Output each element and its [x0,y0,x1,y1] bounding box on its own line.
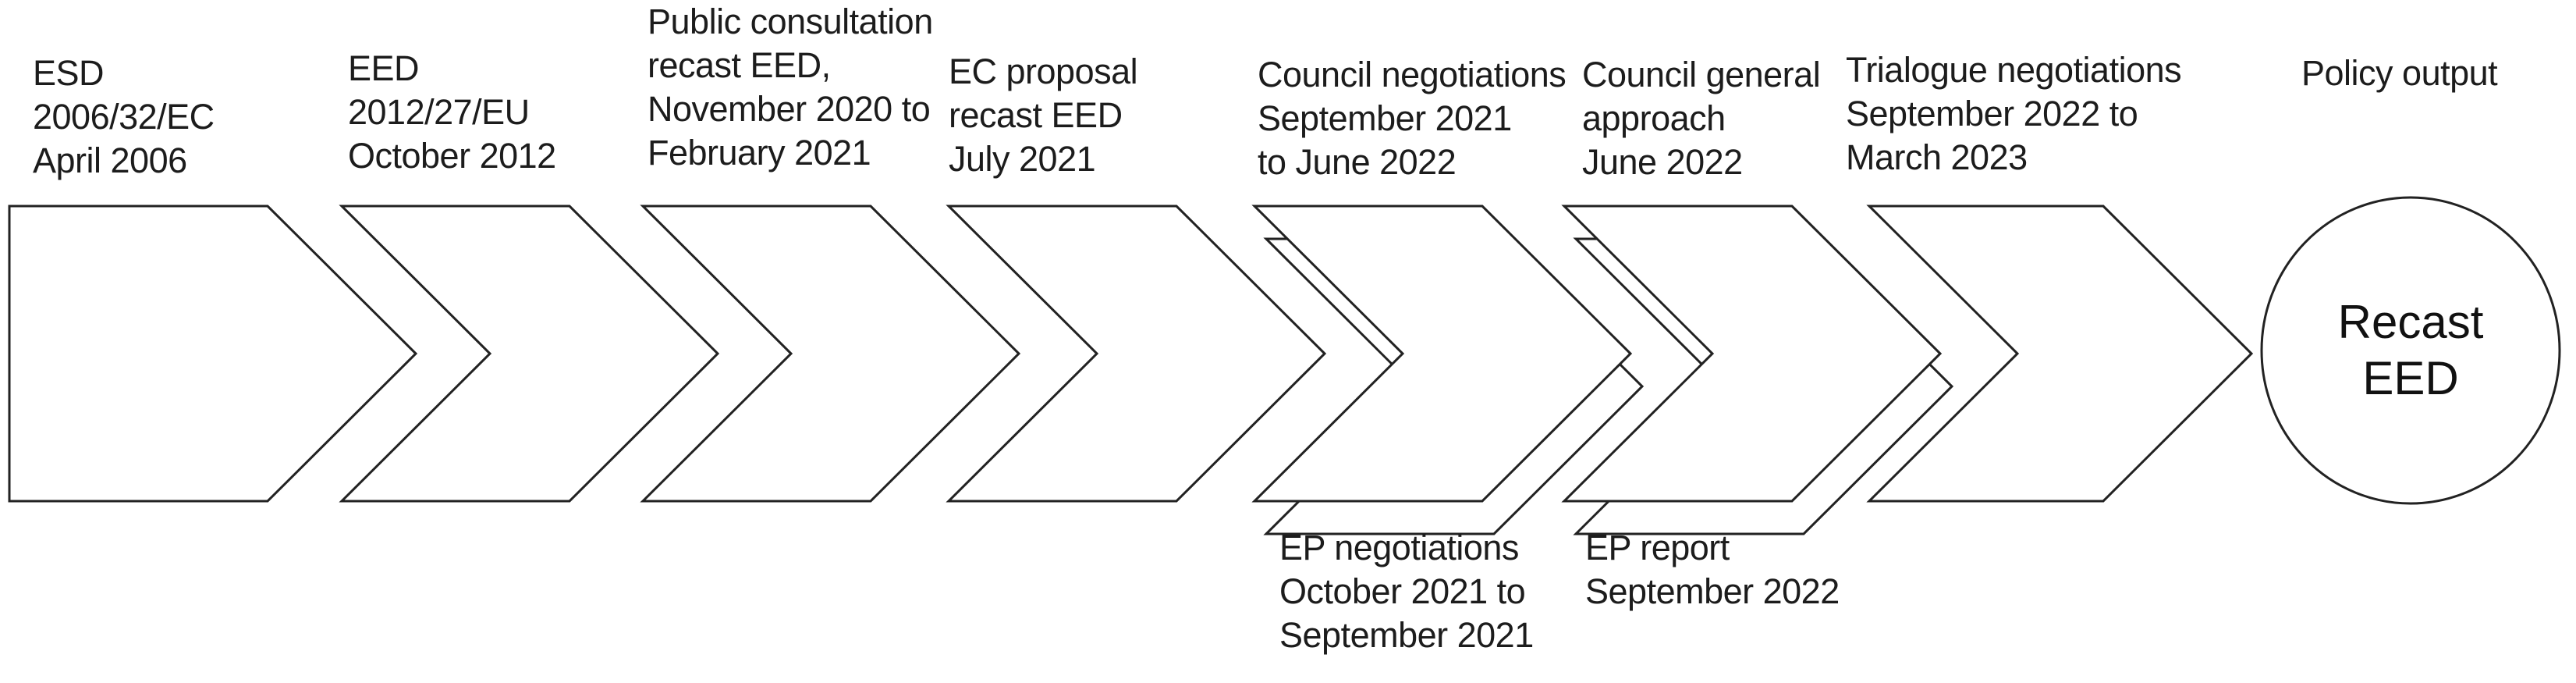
label-trialogue-negotiations: Trialogue negotiations September 2022 to… [1846,50,2182,177]
label-esd: ESD 2006/32/EC April 2006 [33,53,215,180]
label-policy-output: Policy output [2301,53,2498,93]
label-ep-negotiations: EP negotiations October 2021 to Septembe… [1279,528,1534,655]
label-eed: EED 2012/27/EU October 2012 [348,48,556,176]
policy-output-circle [2260,196,2561,505]
label-ec-proposal: EC proposal recast EED July 2021 [949,52,1138,179]
policy-output-result: Recast EED [2337,296,2484,404]
label-public-consultation: Public consultation recast EED, November… [648,2,933,173]
label-council-negotiations: Council negotiations September 2021 to J… [1258,55,1567,182]
chevron-council-negotiations [1251,205,1633,503]
label-council-general-approach: Council general approach June 2022 [1582,55,1821,182]
chevron-public-consultation [640,205,1021,503]
chevron-trialogue-negotiations [1866,205,2254,503]
chevron-ec-proposal [946,205,1327,503]
label-ep-report: EP report September 2022 [1585,528,1840,611]
chevron-eed [339,205,720,503]
pentagon-esd [8,205,418,503]
chevron-council-general-approach [1561,205,1943,503]
